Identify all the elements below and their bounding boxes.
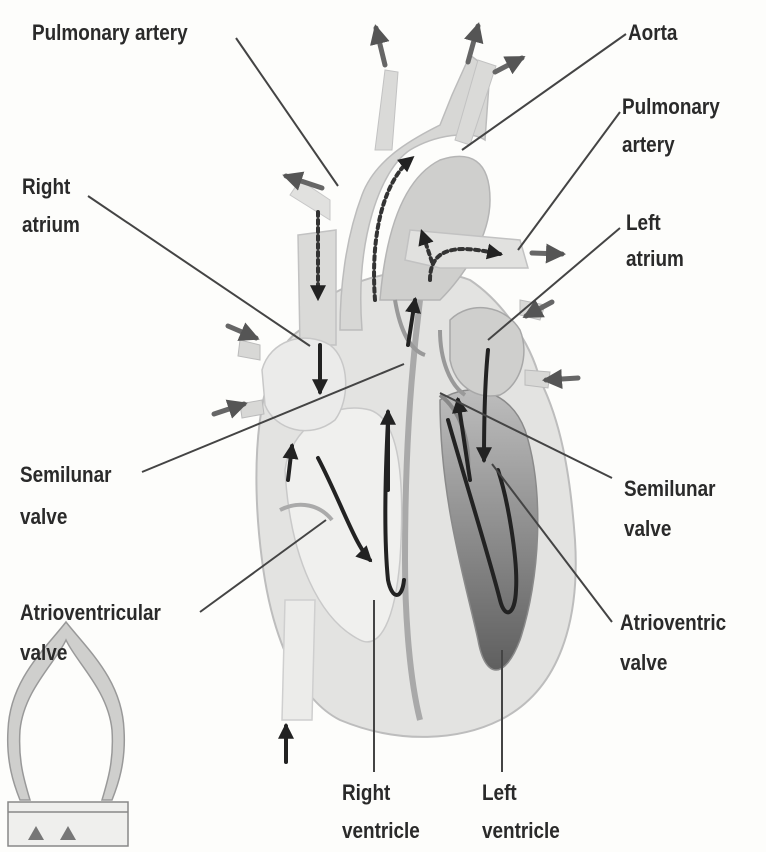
label-pulmonary-artery-right-line2: artery <box>622 130 675 160</box>
arrow-out-pulmonary-right <box>532 253 562 254</box>
label-right-ventricle-line1: Right <box>342 778 390 808</box>
arrow-in-vein-1 <box>228 326 256 338</box>
leader-right-atrium <box>88 196 310 346</box>
label-pulmonary-artery-top: Pulmonary artery <box>32 18 188 48</box>
label-right-atrium-line2: atrium <box>22 210 80 240</box>
arrow-out-branch-1 <box>376 28 385 65</box>
pulmonary-vein-3 <box>238 340 260 360</box>
label-pulmonary-artery-right-line1: Pulmonary <box>622 92 720 122</box>
label-av-right-line1: Atrioventric <box>620 608 726 638</box>
label-right-ventricle-line2: ventricle <box>342 816 420 846</box>
heart-body <box>238 55 576 737</box>
label-av-right-line2: valve <box>620 648 667 678</box>
arrow-in-vein-2 <box>214 404 244 414</box>
label-left-atrium-line1: Left <box>626 208 661 238</box>
label-av-left-line2: valve <box>20 638 67 668</box>
label-semilunar-right-line2: valve <box>624 514 671 544</box>
arrow-in-vein-4 <box>546 378 578 380</box>
arrow-out-aorta <box>495 58 522 72</box>
label-aorta: Aorta <box>628 18 677 48</box>
label-right-atrium-line1: Right <box>22 172 70 202</box>
leader-pulmonary-artery-top <box>236 38 338 186</box>
label-av-left-line1: Atrioventricular <box>20 598 161 628</box>
label-left-ventricle-line1: Left <box>482 778 517 808</box>
aortic-branch-1 <box>375 70 398 150</box>
inferior-vena-cava <box>282 600 315 720</box>
label-semilunar-left-line1: Semilunar <box>20 460 111 490</box>
label-left-ventricle-line2: ventricle <box>482 816 560 846</box>
aorta-trunk <box>380 156 490 300</box>
leader-pulmonary-artery-right <box>518 112 620 250</box>
label-semilunar-left-line2: valve <box>20 502 67 532</box>
label-semilunar-right-line1: Semilunar <box>624 474 715 504</box>
label-left-atrium-line2: atrium <box>626 244 684 274</box>
